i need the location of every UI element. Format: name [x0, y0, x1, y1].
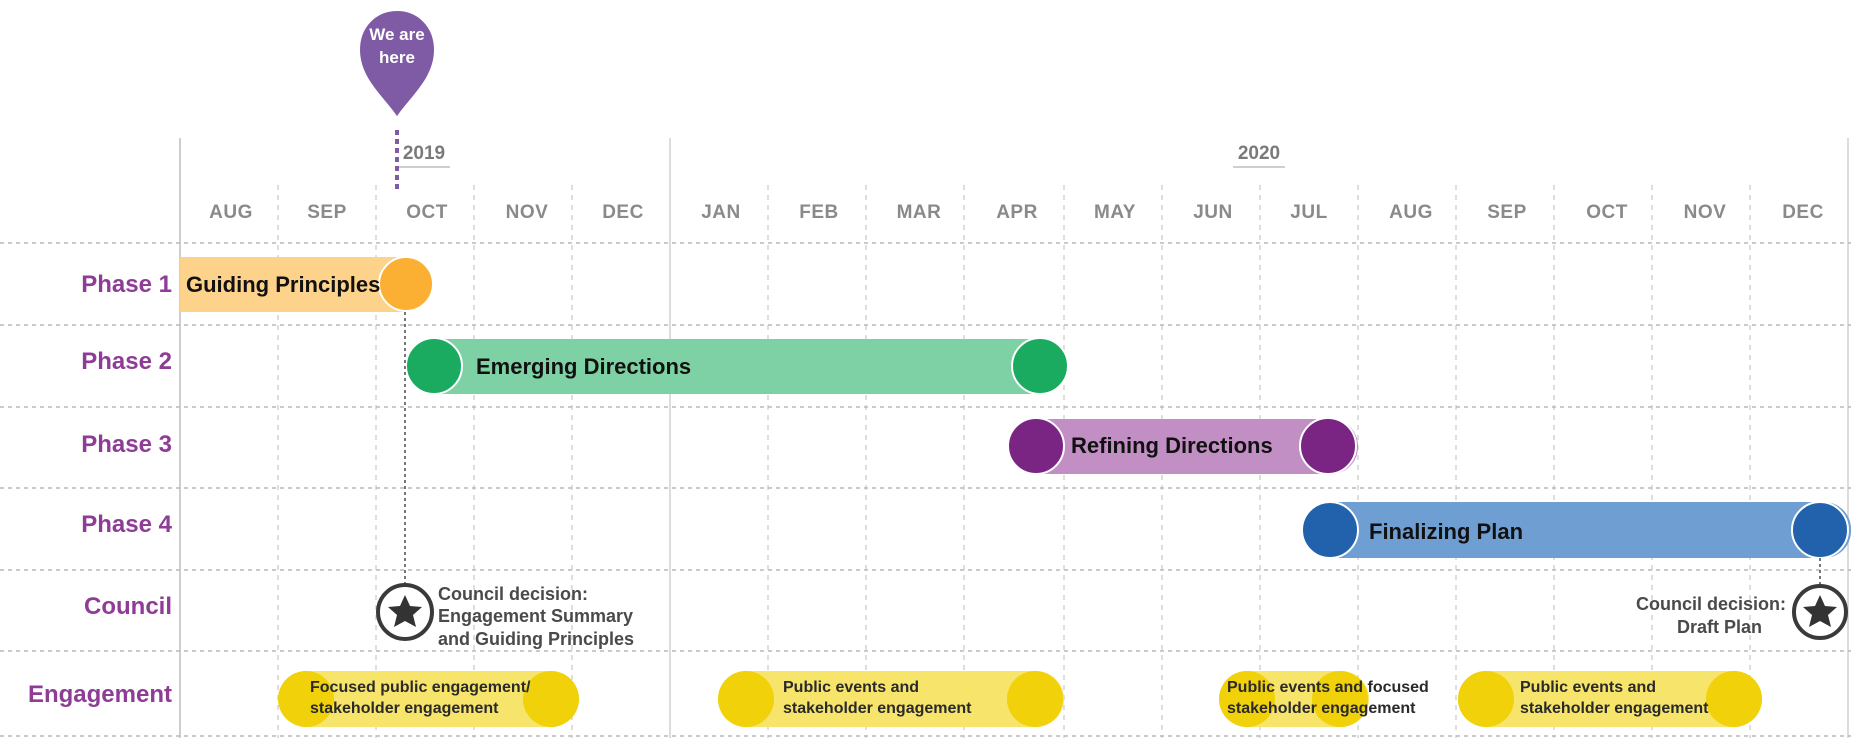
- engagement-start-circle: [1219, 671, 1275, 727]
- location-pin-icon: [357, 8, 437, 120]
- month-label: JUN: [1193, 202, 1233, 223]
- month-labels: AUG SEP OCT NOV DEC JAN FEB MAR APR MAY …: [209, 202, 1824, 223]
- month-label: MAY: [1094, 202, 1136, 223]
- month-label: OCT: [406, 202, 448, 223]
- month-label: DEC: [1782, 202, 1824, 223]
- phase-bar-fill: [180, 257, 405, 312]
- month-label: DEC: [602, 202, 644, 223]
- engagement-bar-fill: [1458, 671, 1762, 727]
- engagement-start-circle: [1458, 671, 1514, 727]
- engagement-bar-1: Focused public engagement/ stakeholder e…: [278, 671, 579, 727]
- phase-bar-label: Refining Directions: [1071, 433, 1273, 458]
- month-label: MAR: [897, 202, 942, 223]
- row-label-phase3: Phase 3: [81, 431, 172, 458]
- row-label-phase4: Phase 4: [81, 511, 172, 538]
- month-gridlines: [277, 185, 1751, 738]
- row-label-phase1: Phase 1: [81, 271, 172, 298]
- month-label: JUL: [1290, 202, 1327, 223]
- decision-text-line2: Draft Plan: [1677, 617, 1762, 637]
- phase-end-circle: [1299, 417, 1357, 475]
- engagement-start-circle: [278, 671, 334, 727]
- engagement-bar-fill: [279, 671, 579, 727]
- phase-bar-fill: [1008, 419, 1358, 474]
- engagement-text-line2: stakeholder engagement: [1227, 700, 1416, 717]
- engagement-bar-fill: [718, 671, 1064, 727]
- month-label: NOV: [506, 202, 549, 223]
- engagement-start-circle: [718, 671, 774, 727]
- engagement-text-line1: Focused public engagement/: [310, 679, 531, 696]
- year-label-2019: 2019: [403, 143, 445, 164]
- row-label-council: Council: [84, 593, 172, 620]
- month-label: SEP: [307, 202, 347, 223]
- star-icon: [388, 595, 422, 627]
- marker-text-line2: here: [379, 48, 415, 67]
- engagement-end-circle: [1706, 671, 1762, 727]
- phase-start-circle: [1301, 501, 1359, 559]
- phase-start-circle: [405, 337, 463, 395]
- row-label-phase2: Phase 2: [81, 348, 172, 375]
- phase-bar-label: Emerging Directions: [476, 354, 691, 379]
- month-label: SEP: [1487, 202, 1527, 223]
- phase-4-bar: Finalizing Plan: [1301, 501, 1851, 559]
- year-label-2020: 2020: [1238, 143, 1280, 164]
- engagement-text-line1: Public events and: [1520, 679, 1656, 696]
- row-label-engagement: Engagement: [28, 681, 172, 708]
- council-decision-1: Council decision: Engagement Summary and…: [376, 312, 634, 649]
- phase-end-circle: [1011, 337, 1069, 395]
- month-label: FEB: [799, 202, 839, 223]
- phase-1-bar: Guiding Principles: [180, 256, 434, 312]
- phase-bar-fill: [1302, 502, 1851, 558]
- engagement-text-line2: stakeholder engagement: [310, 700, 499, 717]
- marker-text-line1: We are: [369, 25, 424, 44]
- decision-text-line1: Council decision:: [438, 584, 588, 604]
- decision-text-line2: Engagement Summary: [438, 606, 633, 626]
- we-are-here-marker: We are here: [357, 8, 437, 190]
- decision-text-line1: Council decision:: [1636, 594, 1786, 614]
- engagement-end-circle: [523, 671, 579, 727]
- engagement-bar-3: Public events and focused stakeholder en…: [1219, 671, 1429, 727]
- phase-start-circle: [1007, 417, 1065, 475]
- engagement-end-circle: [1312, 671, 1368, 727]
- phase-end-circle: [378, 256, 434, 312]
- engagement-text-line1: Public events and focused: [1227, 679, 1429, 696]
- phase-bar-fill: [406, 339, 1068, 394]
- phase-end-circle: [1791, 501, 1849, 559]
- phase-3-bar: Refining Directions: [1007, 417, 1358, 475]
- engagement-text-line2: stakeholder engagement: [783, 700, 972, 717]
- month-label: OCT: [1586, 202, 1628, 223]
- decision-text-line3: and Guiding Principles: [438, 629, 634, 649]
- engagement-bar-4: Public events and stakeholder engagement: [1458, 671, 1762, 727]
- engagement-text-line2: stakeholder engagement: [1520, 700, 1709, 717]
- month-label: AUG: [209, 202, 253, 223]
- council-decision-2: Council decision: Draft Plan: [1636, 558, 1848, 640]
- star-icon: [1803, 595, 1837, 627]
- phase-bar-label: Finalizing Plan: [1369, 519, 1523, 544]
- phase-2-bar: Emerging Directions: [405, 337, 1069, 395]
- engagement-end-circle: [1007, 671, 1063, 727]
- row-labels: Phase 1 Phase 2 Phase 3 Phase 4 Council …: [28, 271, 173, 708]
- phase-bar-label: Guiding Principles: [186, 272, 380, 297]
- engagement-text-line1: Public events and: [783, 679, 919, 696]
- month-label: NOV: [1684, 202, 1727, 223]
- month-label: APR: [996, 202, 1038, 223]
- month-label: JAN: [701, 202, 741, 223]
- month-label: AUG: [1389, 202, 1433, 223]
- engagement-bar-2: Public events and stakeholder engagement: [718, 671, 1064, 727]
